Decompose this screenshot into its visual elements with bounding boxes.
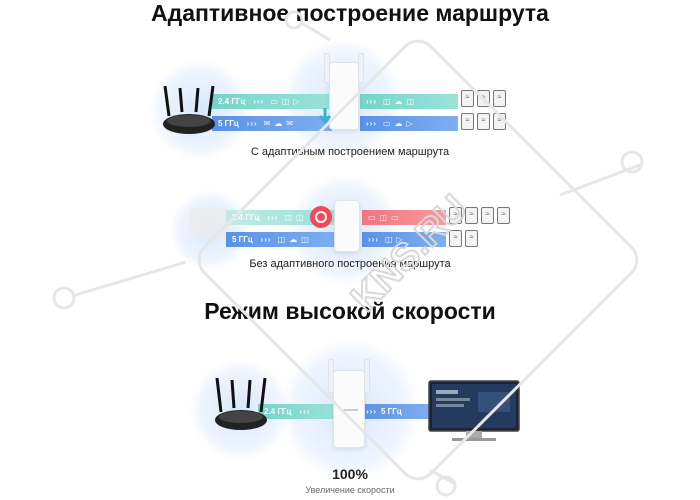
band-24-label: 2.4 ГГц	[218, 97, 246, 106]
app-icons: ◫▷	[385, 235, 407, 244]
band-5-label: 5 ГГц	[218, 119, 239, 128]
smartphone-icon: ≈	[481, 207, 494, 224]
band-24-label: 2.4 ГГц	[232, 213, 260, 222]
chevrons-icon: ›››	[368, 235, 379, 244]
smartphone-icon: ≈	[465, 207, 478, 224]
app-icons: ▭◫▷	[270, 97, 304, 106]
band-5-label: 5 ГГц	[381, 407, 402, 416]
speed-band-24: 2.4 ГГц ‹‹‹	[258, 404, 336, 419]
range-extender-icon	[328, 359, 370, 448]
speed-label: Увеличение скорости	[305, 485, 395, 495]
smartphone-icon: ≈	[465, 230, 478, 247]
chevrons-right-icon: ›››	[366, 407, 377, 416]
chevrons-left-icon: ‹‹‹	[299, 407, 311, 416]
router-glow	[150, 60, 250, 160]
app-icons: ◫☁◫	[277, 235, 313, 244]
band-24-right: ››› ◫☁◫	[360, 94, 458, 109]
speed-band-5: ››› 5 ГГц	[360, 404, 430, 419]
chevrons-icon: ›››	[253, 97, 265, 106]
band-blocked-right: ▭◫▭	[362, 210, 446, 225]
app-icons: ▭◫▭	[368, 213, 403, 222]
smartphone-icon: ≈	[461, 113, 474, 130]
blocked-icon	[310, 206, 332, 228]
band-5-left: 5 ГГц ››› ✉☁✉	[212, 116, 332, 131]
smartphone-icon: ≈	[449, 207, 462, 224]
chevrons-icon: ›››	[260, 235, 272, 244]
chevrons-icon: ›››	[366, 97, 377, 106]
app-icons: ◫◫	[284, 213, 308, 222]
band-5-right: ››› ▭☁▷	[360, 116, 458, 131]
band-24-label: 2.4 ГГц	[264, 407, 292, 416]
heading-adaptive-routing: Адаптивное построение маршрута	[151, 0, 549, 26]
band-5-left: 5 ГГц ››› ◫☁◫	[226, 232, 336, 247]
smartphone-icon: ≈	[449, 230, 462, 247]
smartphone-icon: ≈	[493, 90, 506, 107]
chevrons-icon: ›››	[267, 213, 279, 222]
caption-without-adaptive: Без адаптивного построения маршрута	[249, 258, 451, 270]
speed-value: 100%	[332, 466, 368, 482]
app-icons: ✉☁✉	[263, 119, 298, 128]
smartphone-icon: ≈	[477, 113, 490, 130]
svg-text:KNS.RU: KNS.RU	[343, 187, 476, 320]
chevrons-icon: ›››	[366, 119, 377, 128]
monitor-icon	[428, 380, 520, 441]
band-5-label: 5 ГГц	[232, 235, 253, 244]
caption-with-adaptive: С адаптивным построением маршрута	[250, 146, 450, 158]
band-5-right: ››› ◫▷	[362, 232, 446, 247]
range-extender-icon	[334, 200, 360, 252]
band-24-left: 2.4 ГГц ››› ◫◫	[226, 210, 336, 225]
smartphone-icon: ≈	[461, 90, 474, 107]
router-icon	[215, 377, 267, 430]
smartphone-icon: ≈	[497, 207, 510, 224]
app-icons: ▭☁▷	[383, 119, 417, 128]
band-24-left: 2.4 ГГц ››› ▭◫▷	[212, 94, 332, 109]
arrow-down-icon	[318, 108, 332, 125]
router-icon	[163, 85, 215, 134]
chevrons-icon: ›››	[246, 119, 258, 128]
app-icons: ◫☁◫	[383, 97, 419, 106]
